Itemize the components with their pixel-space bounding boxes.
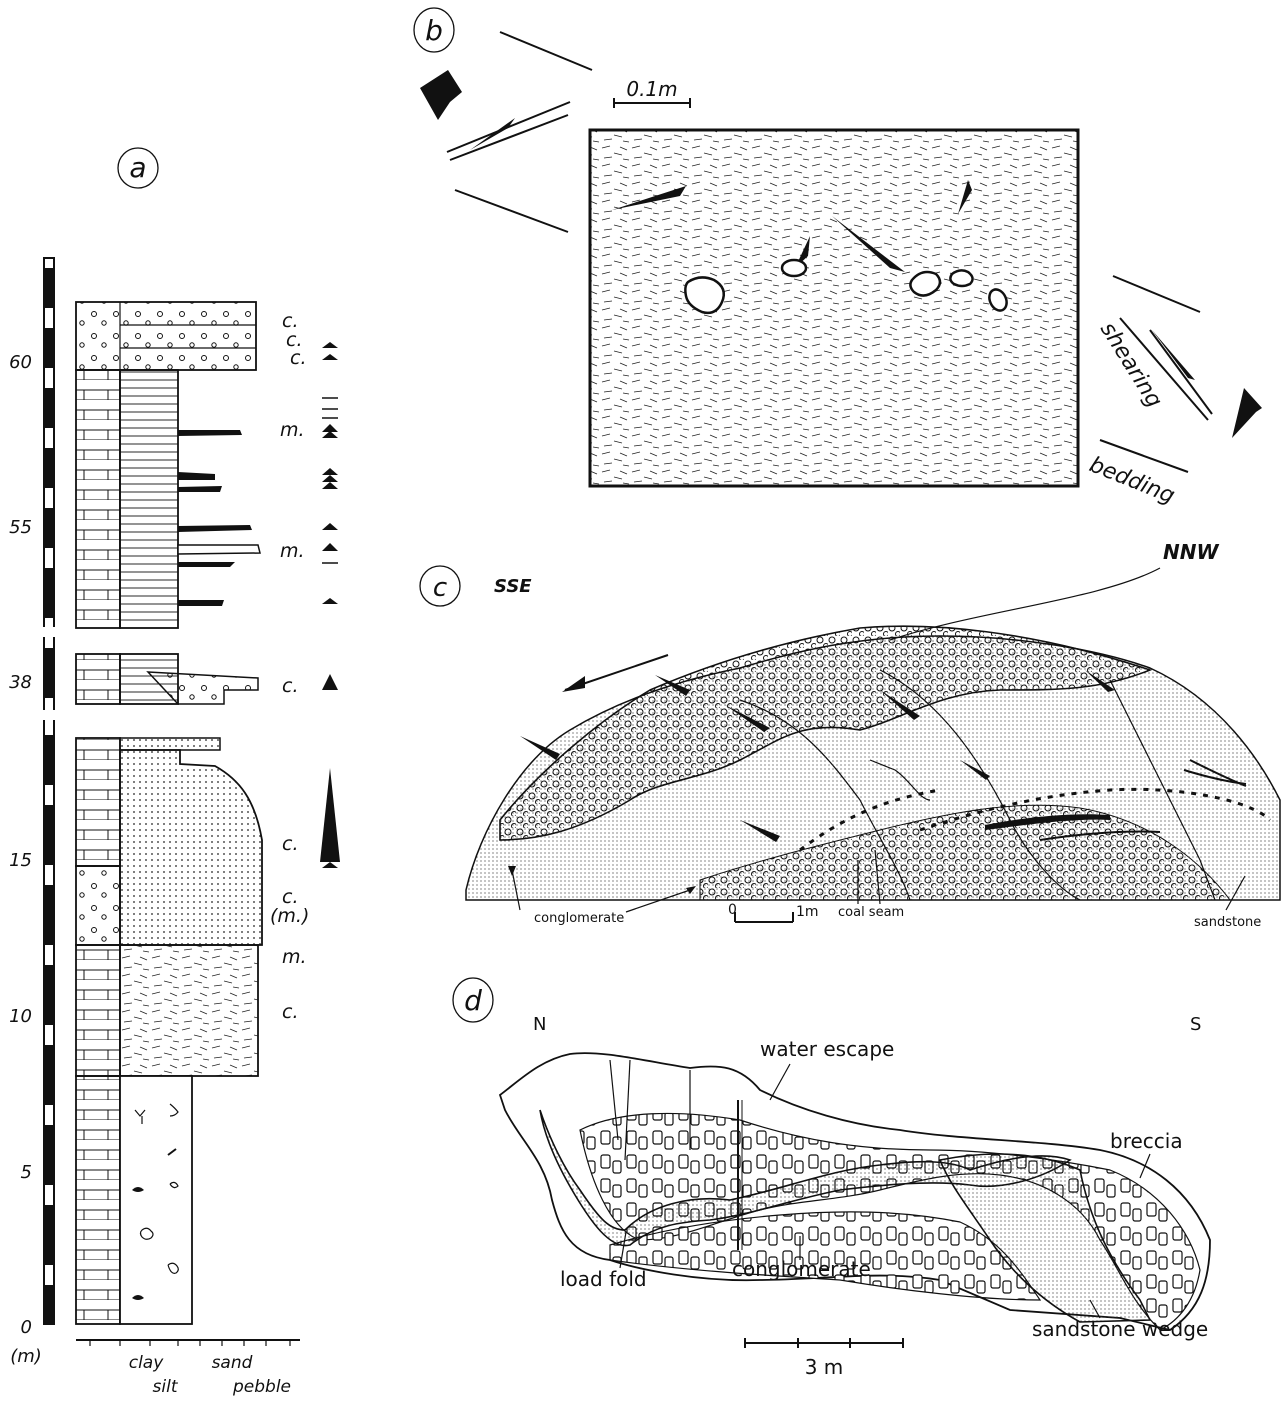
facies-code: (m.) (270, 905, 309, 927)
grain-axis: clay silt sand pebble (76, 1340, 300, 1397)
log-upper (76, 302, 260, 628)
depth-tick: 0 (21, 1317, 32, 1338)
depth-tick: 10 (9, 1006, 32, 1027)
depth-tick: 5 (21, 1162, 32, 1183)
direction-n: N (533, 1014, 546, 1035)
facies-code: c. (290, 347, 307, 369)
grain-label-clay: clay (129, 1353, 164, 1373)
depth-bar (40, 258, 58, 1324)
grain-label-pebble: pebble (232, 1377, 291, 1397)
panel-c-label: c (433, 573, 447, 603)
grain-label-sand: sand (212, 1353, 253, 1373)
direction-sse: SSE (494, 576, 532, 597)
direction-s: S (1190, 1014, 1201, 1035)
label-breccia: breccia (1110, 1129, 1183, 1153)
direction-nnw: NNW (1163, 540, 1219, 564)
panel-d-scale: 3 m (805, 1355, 844, 1379)
shear-arrow-nw (420, 70, 462, 120)
facies-code: c. (282, 1001, 299, 1023)
sequence-triangles (320, 342, 340, 868)
panel-b-label: b (425, 14, 443, 47)
depth-tick: 60 (9, 352, 32, 373)
label-conglomerate-d: conglomerate (732, 1257, 871, 1281)
panel-a: a 0 5 10 15 38 55 60 (9, 148, 340, 1397)
panel-b-scale: 0.1m (626, 77, 677, 101)
grain-label-silt: silt (153, 1377, 179, 1397)
facies-codes: c. c. c. m. m. c. c. c. (m.) m. c. (270, 310, 309, 1023)
label-conglomerate-c: conglomerate (534, 911, 624, 926)
facies-code: m. (280, 540, 305, 562)
depth-tick: 38 (9, 672, 32, 693)
panel-c: c SSE NNW conglomerate (420, 540, 1280, 930)
log-38m (76, 654, 258, 704)
facies-code: c. (282, 833, 299, 855)
depth-tick: 15 (9, 850, 32, 871)
label-sandstone-c: sandstone (1194, 915, 1261, 930)
log-lower (76, 738, 262, 1324)
panel-d: d N S water escape breccia load fold con… (453, 978, 1210, 1379)
label-sandstone-wedge: sandstone wedge (1032, 1317, 1208, 1341)
label-coal-seam: coal seam (838, 905, 904, 920)
facies-code: c. (282, 675, 299, 697)
panel-c-scale-zero: 0 (728, 902, 737, 918)
panel-c-scale-end: 1m (796, 904, 819, 920)
facies-code: m. (282, 946, 307, 968)
panel-a-label: a (129, 151, 146, 184)
depth-unit: (m) (10, 1346, 42, 1367)
shear-arrow-se (1232, 388, 1262, 438)
label-load-fold: load fold (560, 1267, 647, 1291)
facies-code: m. (280, 419, 305, 441)
panel-b: b 0.1m shearing bedding (414, 8, 1262, 509)
label-water-escape: water escape (760, 1037, 894, 1061)
panel-d-label: d (464, 984, 482, 1017)
depth-tick: 55 (9, 517, 32, 538)
bedding-label: bedding (1086, 452, 1178, 509)
